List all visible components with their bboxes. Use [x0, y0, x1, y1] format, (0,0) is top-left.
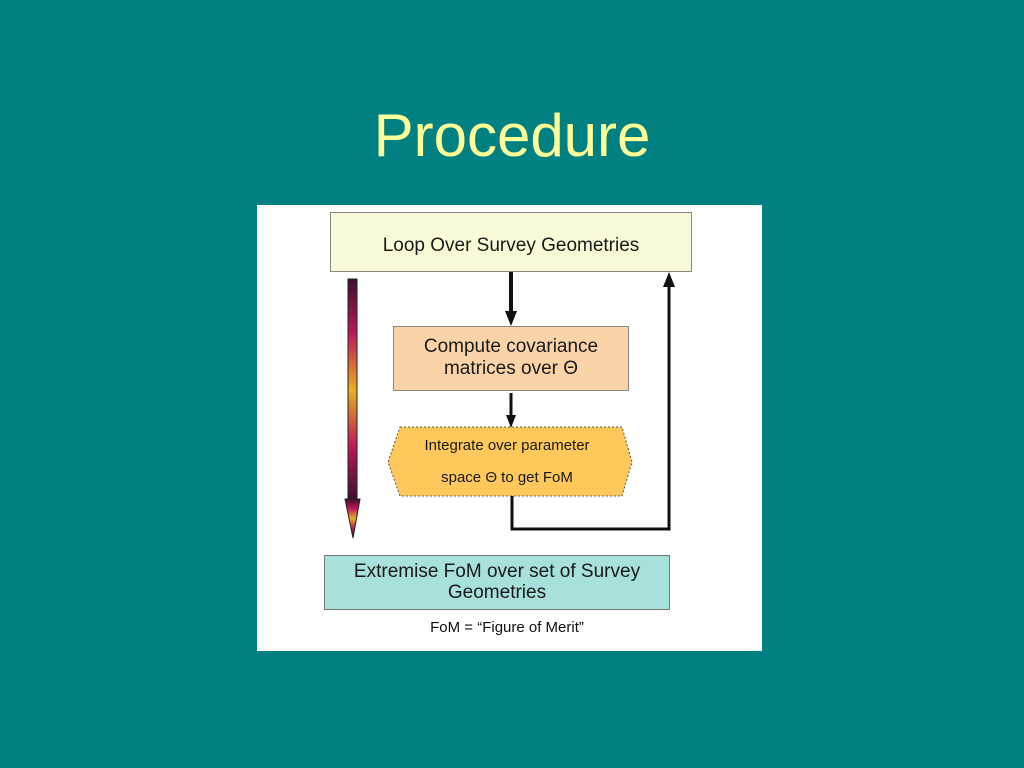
- procedure-flowchart: Loop Over Survey Geometries Compute cova…: [257, 205, 762, 651]
- integrate-box-line1: Integrate over parameter: [424, 437, 590, 454]
- overall-progress-arrow: [344, 278, 361, 539]
- fom-definition-note: FoM = “Figure of Merit”: [430, 619, 584, 636]
- integrate-box-shape: [387, 426, 633, 497]
- arrow-loop-to-compute: [505, 272, 517, 326]
- extremise-box-line1: Extremise FoM over set of Survey: [353, 561, 641, 582]
- arrow-integrate-back-to-loop: [510, 272, 675, 531]
- integrate-box-line2: space Θ to get FoM: [441, 469, 573, 486]
- flowchart-connectors: [344, 272, 675, 539]
- extremise-fom-box: Extremise FoM over set of Survey Geometr…: [324, 555, 670, 610]
- compute-covariance-box: Compute covariance matrices over Θ: [393, 326, 629, 391]
- integrate-fom-box: Integrate over parameter space Θ to get …: [387, 430, 627, 494]
- loop-over-geometries-box: Loop Over Survey Geometries: [330, 212, 692, 272]
- compute-box-line2: matrices over Θ: [443, 358, 579, 379]
- slide-title: Procedure: [373, 102, 651, 169]
- extremise-box-line2: Geometries: [447, 582, 547, 603]
- arrow-compute-to-integrate: [506, 393, 516, 428]
- compute-box-line1: Compute covariance: [423, 336, 599, 357]
